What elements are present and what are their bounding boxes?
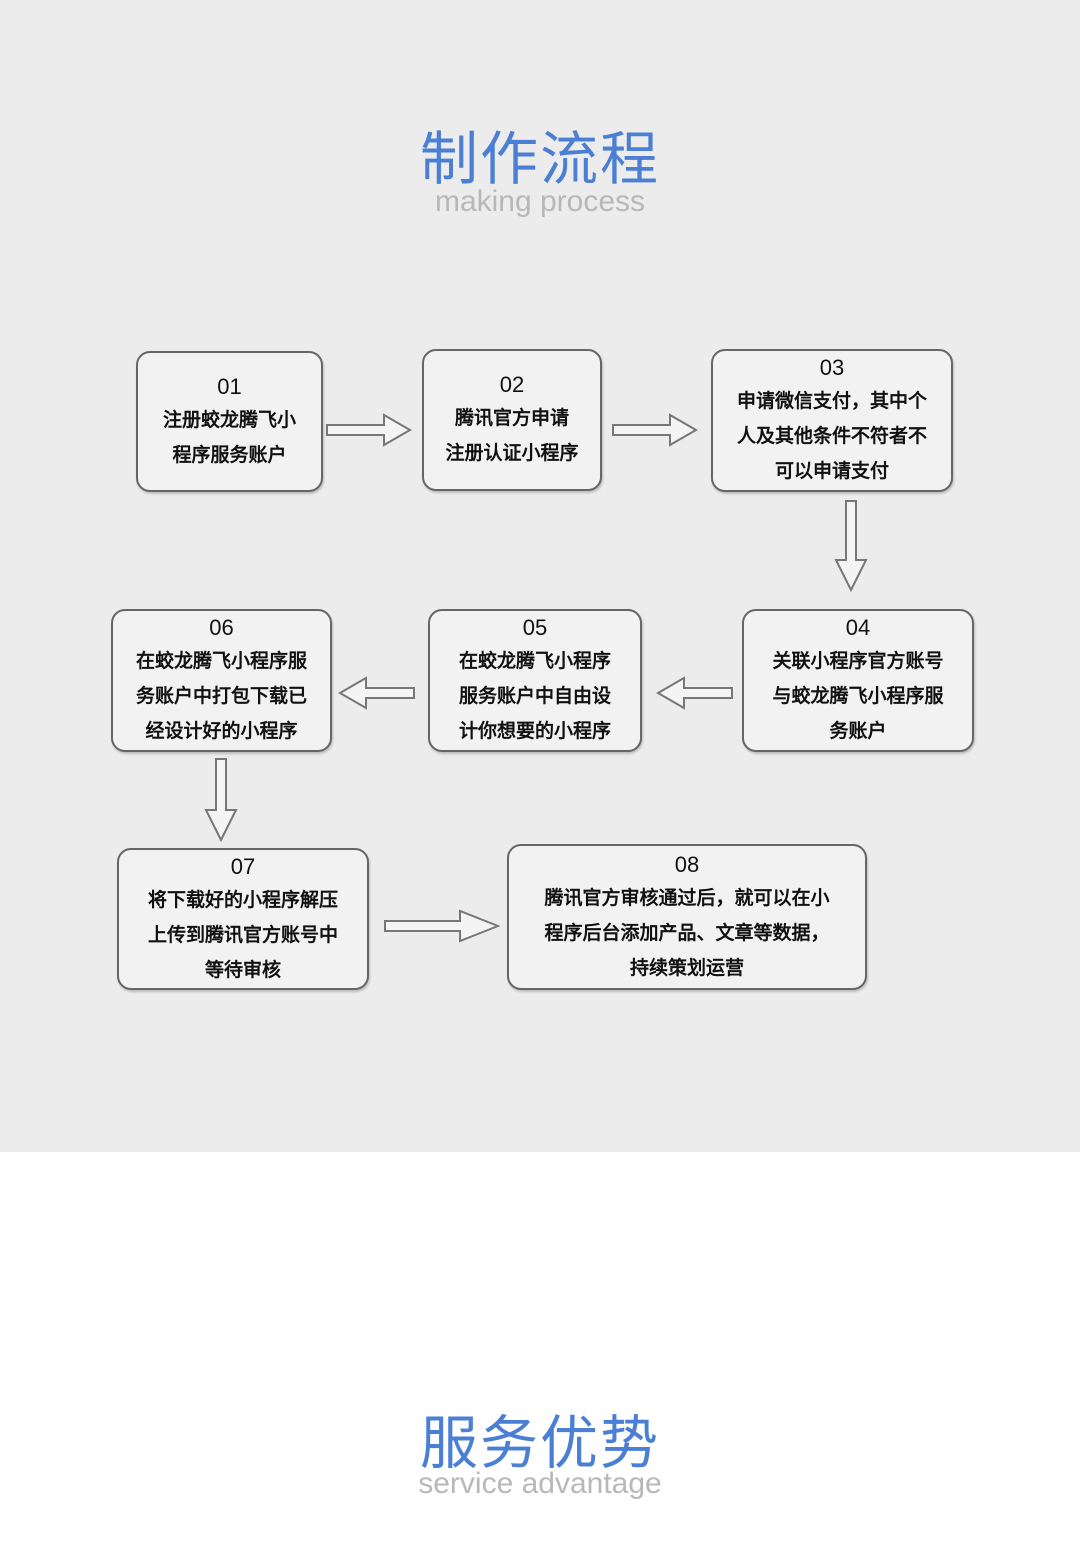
step-02-box: 02 腾讯官方申请 注册认证小程序 (422, 349, 602, 491)
section-title-advantage: 服务优势 (419, 1409, 660, 1477)
step-number: 05 (522, 615, 548, 640)
step-text: 关联小程序官方账号 (772, 650, 944, 672)
step-text: 等待审核 (204, 958, 281, 981)
step-text: 注册蛟龙腾飞小 (162, 408, 296, 431)
step-text: 腾讯官方申请 (454, 407, 569, 429)
arrow-down-icon (834, 500, 868, 592)
step-text: 上传到腾讯官方账号中 (147, 923, 338, 946)
step-text: 程序服务账户 (172, 443, 287, 466)
step-text: 计你想要的小程序 (458, 720, 611, 742)
step-01-box: 01 注册蛟龙腾飞小 程序服务账户 (136, 351, 323, 492)
step-number: 06 (209, 615, 234, 640)
arrow-left-icon (338, 676, 415, 710)
step-number: 08 (674, 851, 700, 877)
section-subtitle-process: making process (434, 185, 646, 218)
step-text: 人及其他条件不符者不 (736, 425, 927, 447)
step-text: 注册认证小程序 (445, 442, 579, 464)
step-08-box: 08 腾讯官方审核通过后，就可以在小 程序后台添加产品、文章等数据， 持续策划运… (507, 844, 867, 990)
step-text: 申请微信支付，其中个 (736, 390, 927, 412)
arrow-right-icon (384, 909, 500, 943)
step-03-box: 03 申请微信支付，其中个 人及其他条件不符者不 可以申请支付 (711, 349, 953, 492)
step-number: 03 (819, 355, 845, 380)
step-04-box: 04 关联小程序官方账号 与蛟龙腾飞小程序服 务账户 (742, 609, 974, 752)
step-text: 在蛟龙腾飞小程序服 (135, 650, 307, 672)
arrow-right-icon (612, 413, 698, 447)
step-07-box: 07 将下载好的小程序解压 上传到腾讯官方账号中 等待审核 (117, 848, 369, 990)
step-number: 07 (230, 853, 256, 879)
arrow-right-icon (326, 413, 412, 447)
section-title-process: 制作流程 (419, 125, 660, 193)
step-text: 务账户中打包下载已 (135, 685, 307, 707)
arrow-down-icon (204, 758, 238, 842)
step-text: 将下载好的小程序解压 (147, 888, 338, 911)
step-number: 01 (217, 373, 242, 399)
step-text: 可以申请支付 (774, 460, 889, 482)
step-text: 持续策划运营 (629, 956, 744, 979)
step-06-box: 06 在蛟龙腾飞小程序服 务账户中打包下载已 经设计好的小程序 (111, 609, 332, 752)
section-subtitle-advantage: service advantage (418, 1467, 662, 1500)
step-text: 腾讯官方审核通过后，就可以在小 (544, 886, 830, 909)
arrow-left-icon (656, 676, 733, 710)
step-text: 务账户 (829, 720, 887, 742)
step-text: 在蛟龙腾飞小程序 (458, 650, 611, 672)
step-text: 服务账户中自由设 (458, 685, 611, 707)
step-number: 02 (499, 372, 525, 397)
step-number: 04 (845, 615, 871, 640)
step-text: 与蛟龙腾飞小程序服 (772, 685, 944, 707)
step-05-box: 05 在蛟龙腾飞小程序 服务账户中自由设 计你想要的小程序 (428, 609, 642, 752)
step-text: 程序后台添加产品、文章等数据， (544, 921, 830, 944)
step-text: 经设计好的小程序 (145, 720, 298, 742)
